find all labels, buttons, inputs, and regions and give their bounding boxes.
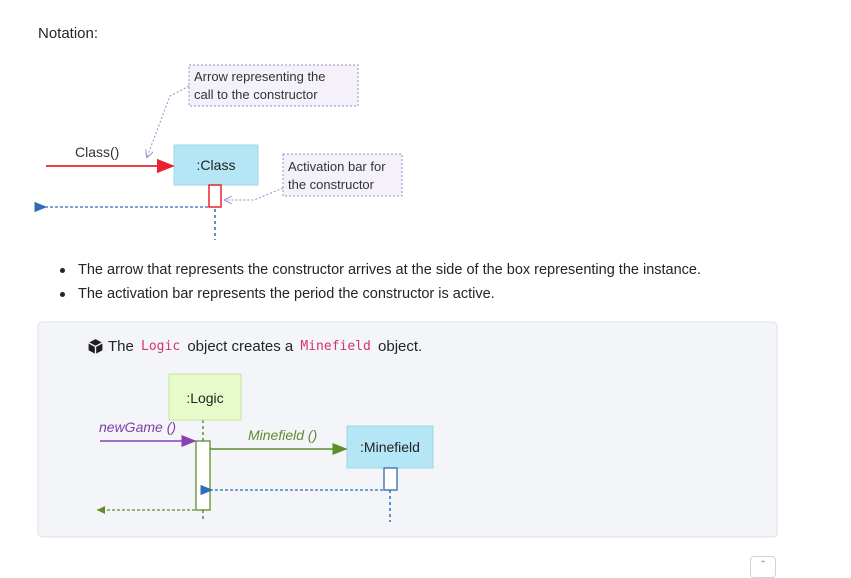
chevron-up-icon: ⌃	[759, 559, 767, 569]
bullet-item: The arrow that represents the constructo…	[60, 260, 701, 284]
scroll-to-top-button[interactable]: ⌃	[750, 556, 776, 578]
note-activation-box	[282, 153, 403, 197]
logic-activation-bar	[195, 440, 211, 511]
class-instance-label: :Class	[197, 157, 236, 173]
bullet-dot-icon	[60, 268, 65, 273]
note-arrow-line-2: call to the constructor	[194, 87, 318, 102]
new-game-return-arrowhead	[97, 506, 105, 514]
note-arrow-box	[188, 64, 359, 107]
note-arrow-connector	[147, 85, 190, 157]
box-icon	[88, 339, 103, 354]
example-caption: The Logic object creates a Minefield obj…	[87, 338, 422, 355]
bullet-dot-icon	[60, 292, 65, 297]
bullet-item: The activation bar represents the period…	[60, 284, 701, 308]
notation-heading: Notation:	[38, 25, 99, 42]
logic-instance-label: :Logic	[186, 390, 223, 406]
note-activation-line-2: the constructor	[288, 177, 375, 192]
minefield-constructor-call-label: Minefield ()	[248, 427, 317, 443]
note-arrow-line-1: Arrow representing the	[194, 69, 326, 84]
minefield-activation-bar	[383, 467, 398, 491]
new-game-call-label: newGame ()	[99, 419, 176, 435]
code-minefield: Minefield	[300, 339, 371, 354]
note-activation-line-1: Activation bar for	[288, 159, 386, 174]
minefield-instance-box	[346, 425, 434, 469]
class-activation-bar	[208, 184, 222, 208]
class-instance-box	[173, 144, 259, 186]
note-activation-connector	[225, 187, 284, 200]
logic-instance-box	[168, 373, 242, 421]
code-logic: Logic	[141, 339, 181, 354]
constructor-call-label: Class()	[75, 144, 119, 160]
notation-bullet-list: The arrow that represents the constructo…	[60, 260, 701, 308]
minefield-instance-label: :Minefield	[360, 439, 420, 455]
